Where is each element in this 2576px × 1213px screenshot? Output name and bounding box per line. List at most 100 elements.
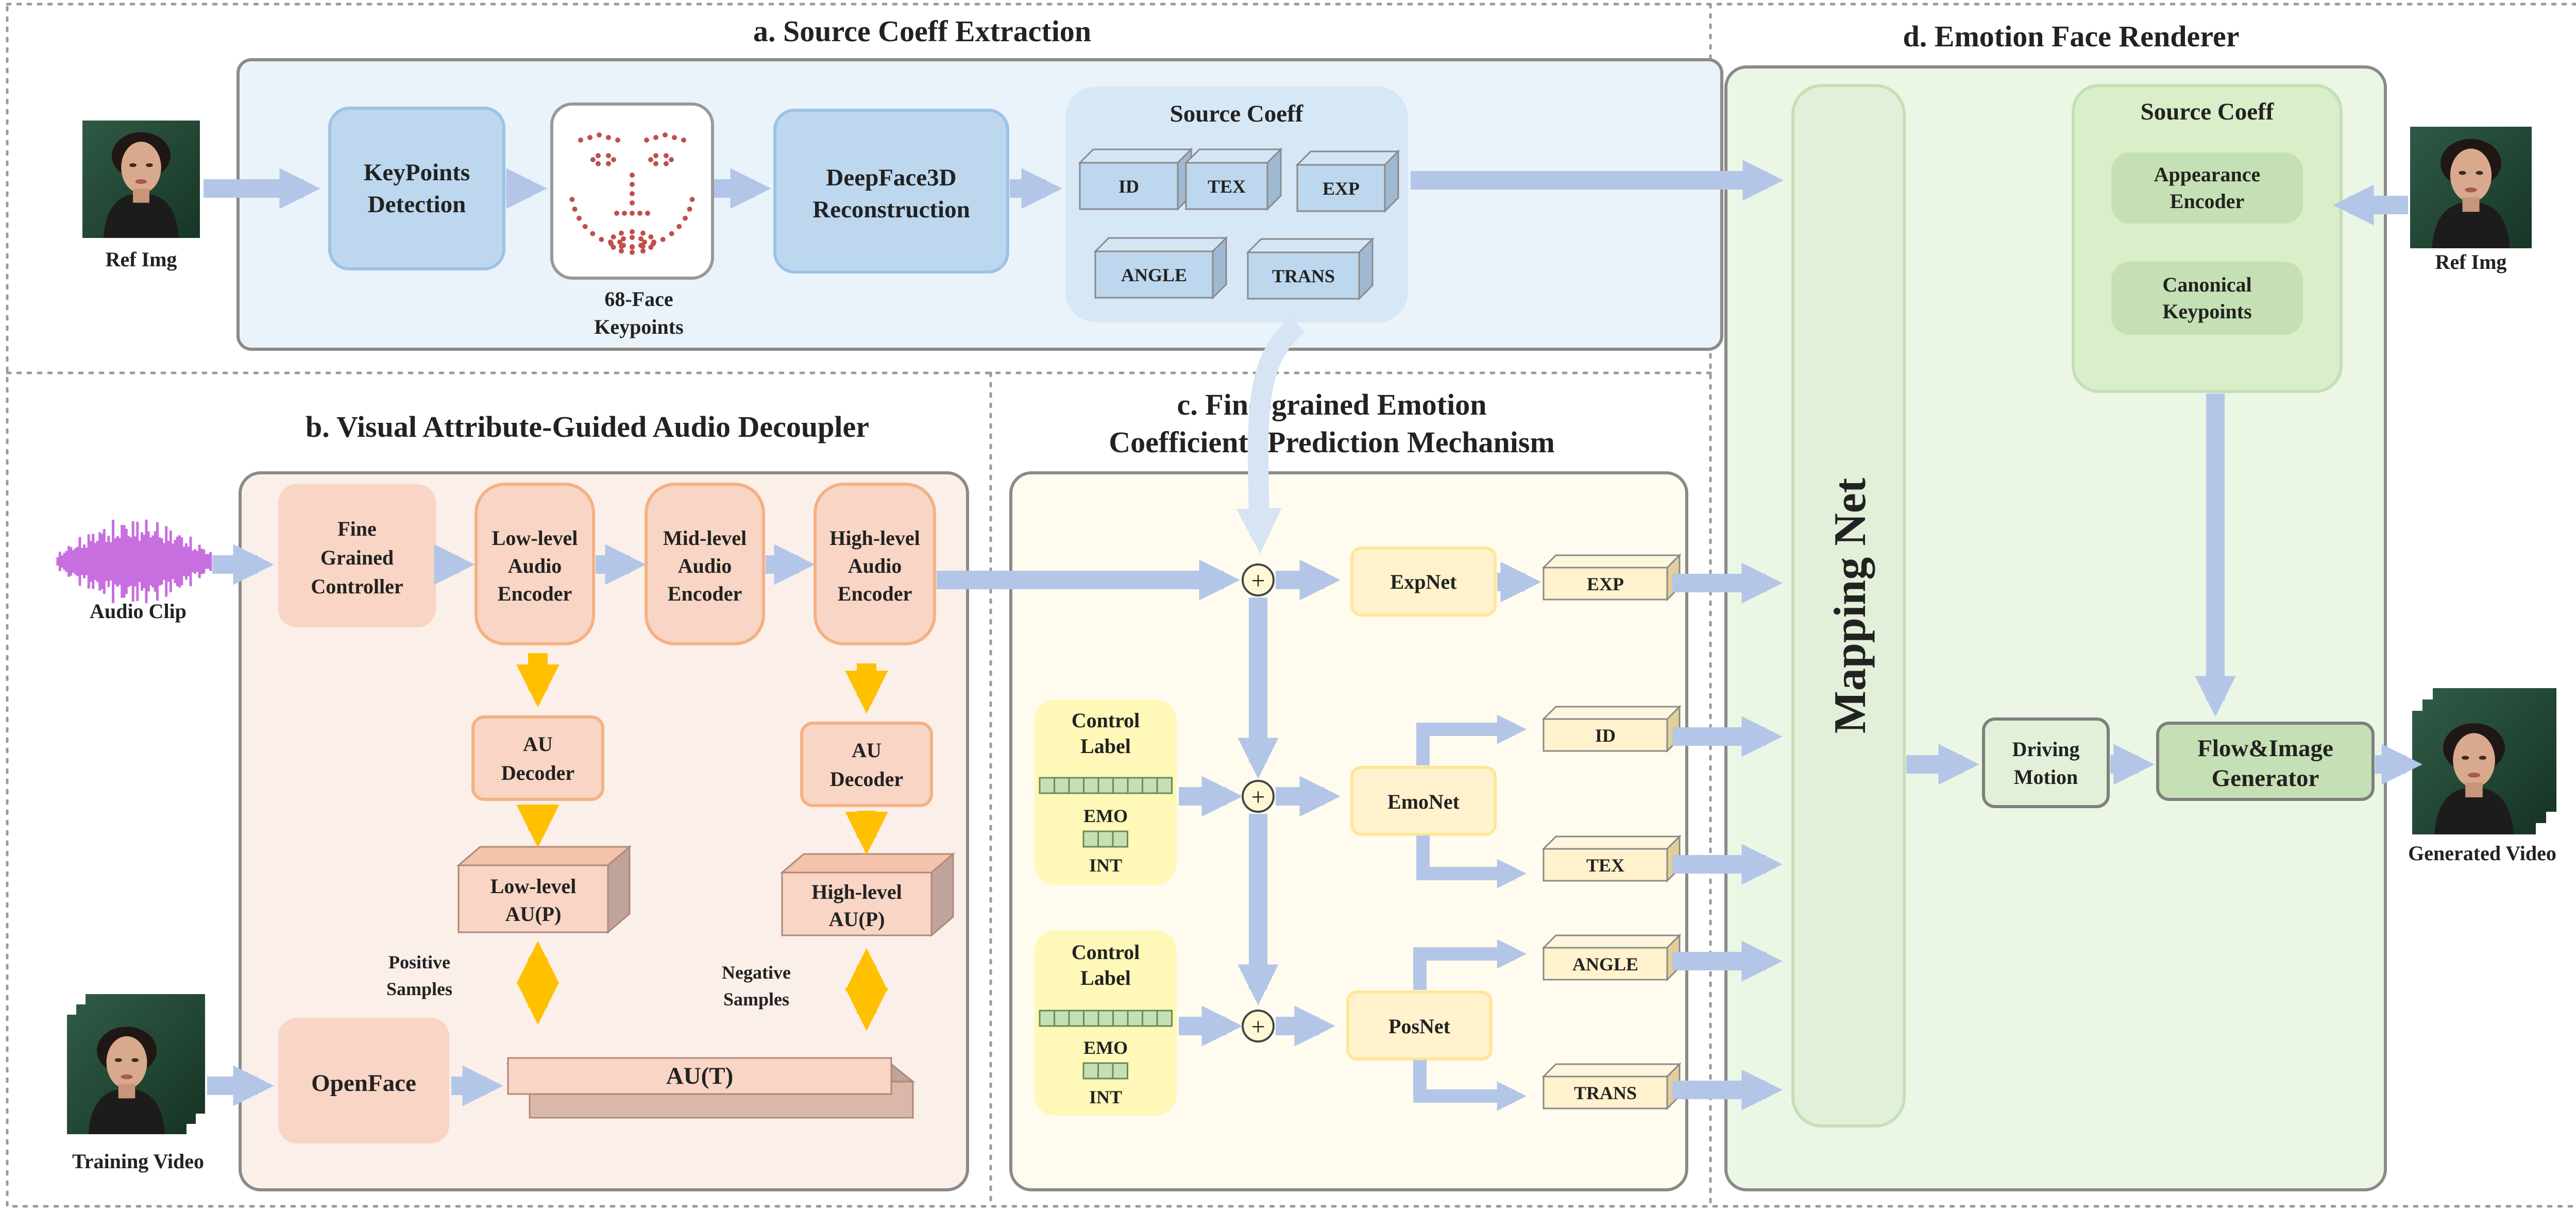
ref-image-a <box>82 121 200 238</box>
section-c-arrows <box>937 559 1783 1111</box>
fine-grained-controller-node <box>278 484 436 627</box>
keypoints-detection-node <box>328 107 505 270</box>
control-label-1-emo: EMO <box>1083 806 1128 826</box>
audio-clip-label: Audio Clip <box>90 600 187 623</box>
section-b-arrows <box>207 544 815 1106</box>
driving-motion-l2: Motion <box>2014 765 2078 789</box>
ref-img-label-d: Ref Img <box>2435 250 2507 274</box>
low-au-l2: AU(P) <box>505 902 562 926</box>
section-a-arrows <box>204 160 1784 209</box>
control-label-2-int-strip <box>1082 1062 1128 1080</box>
emonet-node <box>1350 766 1497 836</box>
coeff-cube-exp-label: EXP <box>1323 178 1360 199</box>
coeff-cube-tex: TEX <box>1184 147 1283 211</box>
output-cube-trans-label: TRANS <box>1574 1083 1637 1103</box>
high-level-au-cube <box>779 852 956 937</box>
mla-l2: Audio <box>678 554 732 577</box>
mapping-net-label: Mapping Net <box>1825 478 1875 733</box>
control-label-1-int: INT <box>1089 855 1122 876</box>
source-coeff-d-title: Source Coeff <box>2141 98 2275 125</box>
high-au-l1: High-level <box>811 880 902 903</box>
driving-motion-l1: Driving <box>2012 738 2079 761</box>
positive-samples-l1: Positive <box>388 952 450 972</box>
mid-level-audio-encoder-node <box>645 483 765 645</box>
coeff-cube-trans: TRANS <box>1246 237 1375 301</box>
output-cube-tex: TEX <box>1541 834 1682 883</box>
openface-node <box>278 1018 449 1143</box>
mla-l3: Encoder <box>668 582 742 605</box>
au-decoder-right-node <box>800 722 933 807</box>
output-coeff-cubes: EXP ID TEX ANGLE TRANS <box>1541 553 1682 1111</box>
lla-l2: Audio <box>508 554 562 577</box>
output-cube-trans: TRANS <box>1541 1062 1682 1111</box>
plus-node-2: + <box>1242 780 1275 813</box>
canonical-keypoints-node <box>2111 262 2303 335</box>
control-label-2-emo-strip <box>1039 1010 1173 1027</box>
coeff-cube-exp: EXP <box>1295 149 1400 213</box>
openface-label: OpenFace <box>311 1070 416 1097</box>
negative-samples-l2: Samples <box>723 989 789 1010</box>
hla-l3: Encoder <box>838 582 912 605</box>
flow-image-generator-l2: Generator <box>2212 765 2319 792</box>
output-cube-angle: ANGLE <box>1541 933 1682 982</box>
au-decoder-left-node <box>471 715 604 801</box>
low-au-l1: Low-level <box>490 875 577 898</box>
control-label-2-emo: EMO <box>1083 1037 1128 1058</box>
expnet-node <box>1350 546 1497 617</box>
output-cube-exp: EXP <box>1541 553 1682 602</box>
posnet-label: PosNet <box>1388 1015 1451 1038</box>
mapping-net-node <box>1791 84 1906 1127</box>
section-frames <box>6 3 2576 1208</box>
aud-left-l2: Decoder <box>501 761 574 784</box>
coeff-cube-angle-label: ANGLE <box>1121 265 1187 285</box>
control-label-2: Control Label EMO INT <box>1035 930 1177 1116</box>
canonical-keypoints-l1: Canonical <box>2162 273 2251 296</box>
output-cube-exp-label: EXP <box>1587 574 1624 594</box>
au-t-bar <box>505 1057 916 1120</box>
emonet-label: EmoNet <box>1387 790 1460 813</box>
training-video-label: Training Video <box>72 1150 204 1173</box>
section-b-title: b. Visual Attribute-Guided Audio Decoupl… <box>306 410 869 443</box>
low-level-au-cube <box>456 845 632 934</box>
plus-2-glyph: + <box>1251 783 1265 811</box>
flow-image-generator-l1: Flow&Image <box>2197 735 2333 762</box>
lla-l3: Encoder <box>498 582 572 605</box>
section-b-panel <box>239 471 969 1191</box>
expnet-label: ExpNet <box>1391 570 1458 593</box>
control-label-1-l1: Control <box>1072 709 1140 732</box>
section-d-arrows <box>1906 184 2422 785</box>
source-coeff-a-title: Source Coeff <box>1170 100 1304 127</box>
face-keypoints-l2: Keypoints <box>594 315 683 338</box>
output-cube-tex-label: TEX <box>1586 855 1624 876</box>
fgc-l2: Grained <box>320 546 394 569</box>
coeff-cube-id-label: ID <box>1118 176 1139 197</box>
coeff-cube-id: ID <box>1078 147 1193 211</box>
section-c-panel <box>1009 471 1688 1191</box>
control-label-2-l2: Label <box>1080 966 1131 989</box>
appearance-encoder-l1: Appearance <box>2154 163 2261 186</box>
section-c-title-1: c. Fine-grained Emotion <box>1177 388 1487 421</box>
fgc-l1: Fine <box>337 517 377 540</box>
negative-samples-l1: Negative <box>722 962 791 983</box>
low-level-audio-encoder-node <box>474 483 595 645</box>
appearance-encoder-node <box>2111 152 2303 224</box>
control-label-1: Control Label EMO INT <box>1035 699 1177 885</box>
output-cube-angle-label: ANGLE <box>1572 954 1638 975</box>
section-c-branch-arrows <box>1413 714 1527 1111</box>
deepface3d-l2: Reconstruction <box>812 196 970 223</box>
keypoints-detection-l2: Detection <box>368 191 466 218</box>
control-label-2-int: INT <box>1089 1087 1122 1107</box>
output-cube-id-label: ID <box>1595 725 1616 746</box>
generated-video-frames <box>2412 688 2556 834</box>
section-c-title-2: Coefficients Prediction Mechanism <box>1109 425 1555 459</box>
control-label-1-int-strip <box>1082 830 1128 848</box>
section-b-orange-arrows <box>516 653 888 1031</box>
training-video-frames <box>67 994 205 1134</box>
ref-img-label-a: Ref Img <box>106 248 177 271</box>
plus-3-glyph: + <box>1251 1013 1265 1040</box>
fgc-l3: Controller <box>311 575 403 598</box>
aud-left-l1: AU <box>523 732 553 756</box>
plus-node-1: + <box>1242 563 1275 596</box>
lla-l1: Low-level <box>492 526 578 550</box>
